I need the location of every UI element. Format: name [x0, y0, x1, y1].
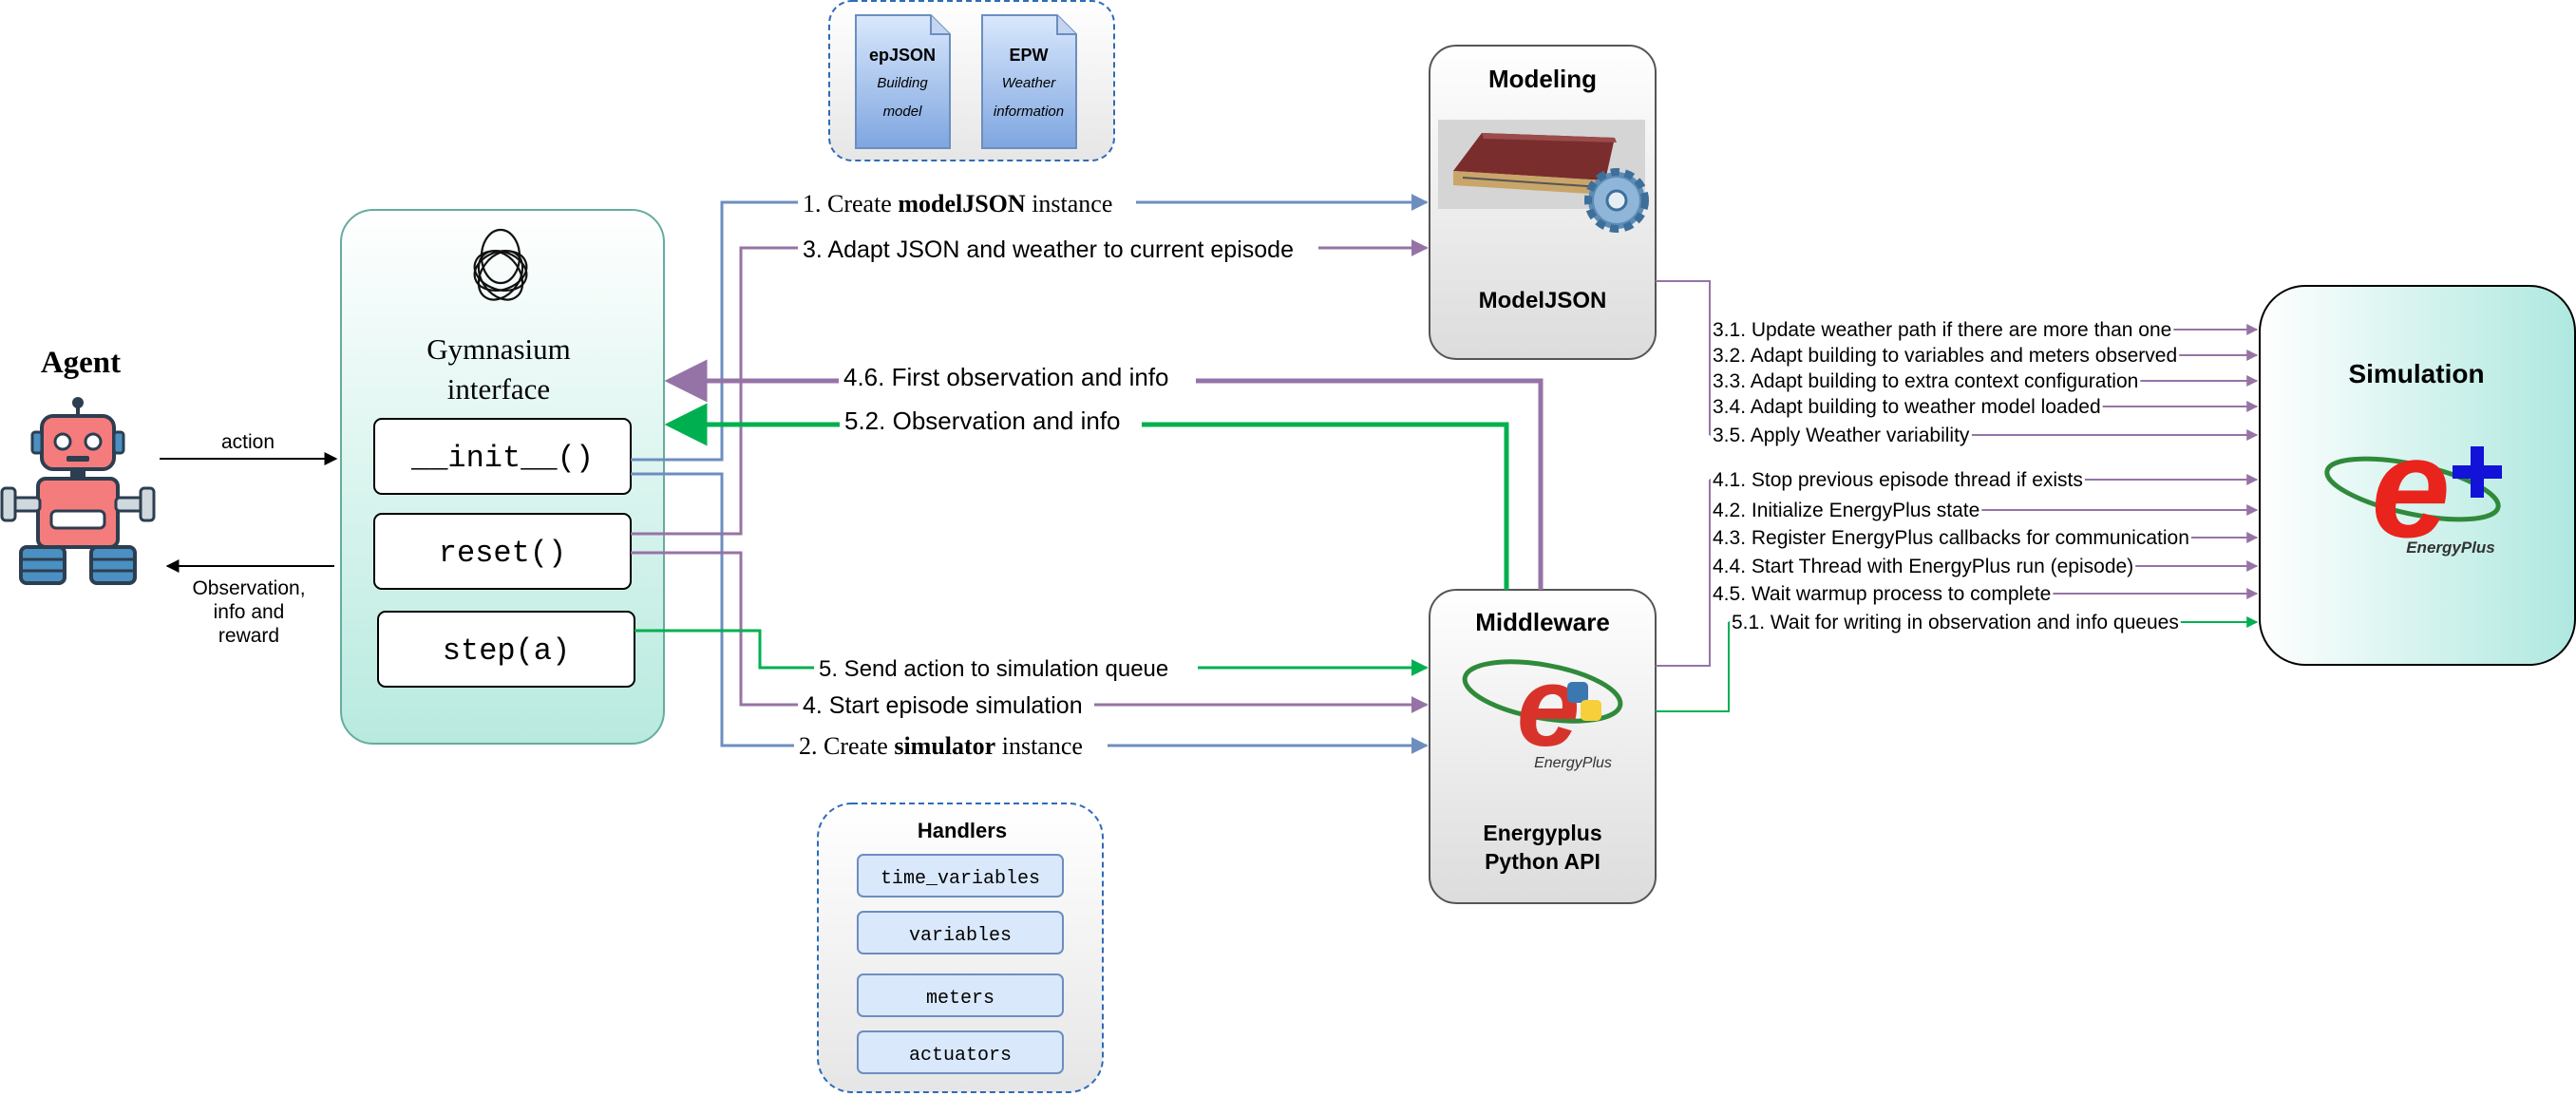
- sim-step-label-2: 4.3. Register EnergyPlus callbacks for c…: [1713, 527, 2189, 549]
- create-simulator-label: 2. Create simulator instance: [799, 732, 1083, 760]
- model-step-label-4: 3.5. Apply Weather variability: [1713, 425, 1970, 446]
- epw-file-icon: EPW Weather information: [981, 14, 1077, 149]
- simulation-logo-text: EnergyPlus: [2406, 539, 2495, 557]
- init-method-label: __init__(): [410, 441, 594, 476]
- agent-title: Agent: [41, 346, 121, 380]
- building-model-icon: [1438, 120, 1645, 209]
- modeling-box: Modeling ModelJSON: [1429, 45, 1657, 360]
- handler-variables-label: variables: [909, 925, 1012, 947]
- modeling-title: Modeling: [1488, 65, 1597, 93]
- observation-label-1: Observation,: [192, 577, 305, 599]
- epjson-file-icon: epJSON Building model: [855, 14, 951, 149]
- gymnasium-interface: Gymnasium interface __init__() reset() s…: [340, 209, 665, 745]
- create-model-label: 1. Create modelJSON instance: [803, 190, 1112, 217]
- observation-label-2: info and: [214, 601, 285, 623]
- epw-file-desc-1: Weather: [1002, 75, 1056, 91]
- middleware-box: Middleware e EnergyPlus Energyplus Pytho…: [1429, 589, 1657, 904]
- agent: Agent: [0, 346, 338, 647]
- model-step-label-3: 3.4. Adapt building to weather model loa…: [1713, 396, 2101, 418]
- epw-file-desc-2: information: [994, 104, 1064, 120]
- sim-step-label-0: 4.1. Stop previous episode thread if exi…: [1713, 469, 2083, 491]
- observation-info-label: 5.2. Observation and info: [844, 406, 1121, 435]
- reset-method-button[interactable]: reset(): [373, 513, 632, 590]
- energyplus-python-logo-icon: e EnergyPlus: [1462, 643, 1623, 771]
- init-method-button[interactable]: __init__(): [373, 418, 632, 495]
- handler-actuators: actuators: [857, 1030, 1064, 1074]
- model-step-label-2: 3.3. Adapt building to extra context con…: [1713, 370, 2138, 392]
- step-method-button[interactable]: step(a): [377, 611, 635, 688]
- handlers-title: Handlers: [918, 819, 1007, 842]
- middleware-subtitle-1: Energyplus: [1483, 821, 1601, 845]
- epjson-file-name: epJSON: [869, 46, 936, 65]
- sim-step-label-1: 4.2. Initialize EnergyPlus state: [1713, 500, 1979, 521]
- model-step-label-0: 3.1. Update weather path if there are mo…: [1713, 319, 2171, 341]
- send-action-label: 5. Send action to simulation queue: [819, 656, 1168, 682]
- epjson-file-desc-2: model: [883, 104, 923, 120]
- flow-labels: 1. Create modelJSON instance 3. Adapt JS…: [794, 189, 1318, 760]
- reset-method-label: reset(): [439, 536, 566, 571]
- first-observation-label: 4.6. First observation and info: [843, 363, 1169, 391]
- epjson-file-desc-1: Building: [877, 75, 928, 91]
- simulation-box: Simulation e EnergyPlus: [2259, 285, 2576, 666]
- observation-label-3: reward: [218, 625, 279, 647]
- handler-time-variables-label: time_variables: [881, 868, 1040, 890]
- action-label: action: [221, 431, 275, 453]
- handlers-box: Handlers time_variables variables meters…: [817, 803, 1104, 1093]
- model-steps: 3.1. Update weather path if there are mo…: [1656, 280, 2259, 446]
- gymnasium-title-1: Gymnasium: [426, 332, 571, 366]
- sim-step-label-4: 4.5. Wait warmup process to complete: [1713, 583, 2051, 605]
- middleware-subtitle-2: Python API: [1485, 849, 1601, 874]
- adapt-json-label: 3. Adapt JSON and weather to current epi…: [803, 236, 1294, 263]
- robot-icon: [0, 397, 156, 585]
- middleware-title: Middleware: [1475, 608, 1610, 636]
- handler-actuators-label: actuators: [909, 1045, 1012, 1067]
- energyplus-logo-icon: e EnergyPlus: [2324, 407, 2502, 567]
- svg-text:e: e: [2371, 407, 2450, 567]
- epw-file-name: EPW: [1009, 46, 1048, 65]
- middleware-logo-text: EnergyPlus: [1534, 755, 1612, 771]
- gear-icon: [1584, 168, 1649, 233]
- handler-meters: meters: [857, 973, 1064, 1017]
- gymnasium-title-2: interface: [447, 372, 550, 406]
- simulation-title: Simulation: [2348, 359, 2484, 388]
- sim-step-label-3: 4.4. Start Thread with EnergyPlus run (e…: [1713, 556, 2133, 577]
- gymnasium-logo-icon: [473, 228, 528, 301]
- handler-time-variables: time_variables: [857, 854, 1064, 898]
- handler-variables: variables: [857, 911, 1064, 954]
- sim-step-label-5: 5.1. Wait for writing in observation and…: [1732, 612, 2179, 633]
- model-step-label-1: 3.2. Adapt building to variables and met…: [1713, 345, 2177, 367]
- handler-meters-label: meters: [926, 988, 994, 1010]
- step-method-label: step(a): [443, 633, 570, 669]
- svg-text:e: e: [1517, 643, 1581, 770]
- input-files-box: epJSON Building model EPW Weather inform…: [828, 0, 1115, 161]
- modeling-subtitle: ModelJSON: [1479, 288, 1607, 313]
- observation-info-arrow: [664, 403, 1509, 590]
- start-episode-label: 4. Start episode simulation: [803, 692, 1083, 719]
- sim-steps: 4.1. Stop previous episode thread if exi…: [1656, 469, 2259, 712]
